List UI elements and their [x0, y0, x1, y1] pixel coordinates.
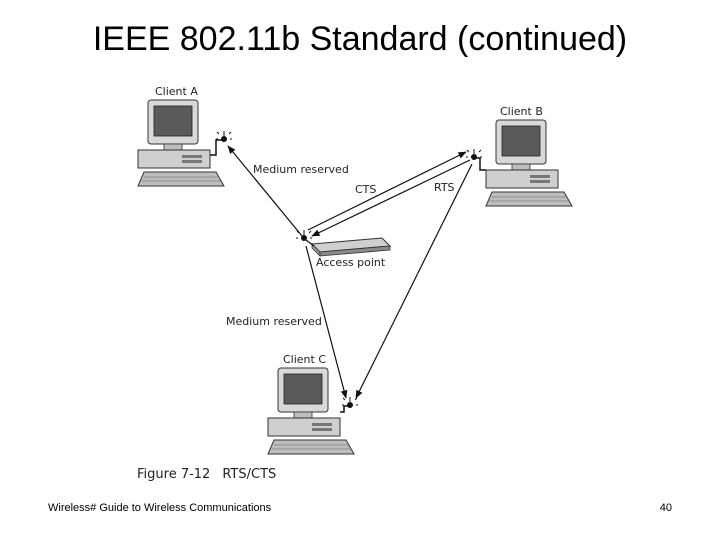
figure-caption-text: RTS/CTS — [222, 467, 277, 482]
medium-reserved-label-top: Medium reserved — [253, 163, 349, 176]
client-b-label: Client B — [500, 105, 543, 118]
access-point-label: Access point — [316, 256, 386, 269]
rts-label: RTS — [434, 181, 455, 194]
cts-label: CTS — [355, 183, 376, 196]
b-to-c-arrow — [355, 163, 473, 399]
client-c-computer-icon — [267, 367, 359, 455]
figure-number: Figure 7-12 — [137, 467, 211, 482]
medium-reserved-arrow-a — [227, 145, 303, 237]
access-point-icon — [295, 229, 392, 257]
footer-text: Wireless# Guide to Wireless Communicatio… — [48, 502, 272, 514]
slide-title: IEEE 802.11b Standard (continued) — [92, 20, 628, 58]
client-a-computer-icon — [137, 99, 233, 187]
client-c-label: Client C — [283, 353, 326, 366]
rts-arrow — [311, 159, 471, 237]
client-a-label: Client A — [155, 85, 198, 98]
medium-reserved-label-left: Medium reserved — [226, 315, 322, 328]
figure-caption: Figure 7-12 RTS/CTS — [137, 467, 276, 482]
client-b-computer-icon — [465, 119, 573, 207]
page-number: 40 — [659, 502, 672, 514]
cts-arrow — [307, 151, 467, 231]
medium-reserved-arrow-c — [305, 245, 348, 399]
